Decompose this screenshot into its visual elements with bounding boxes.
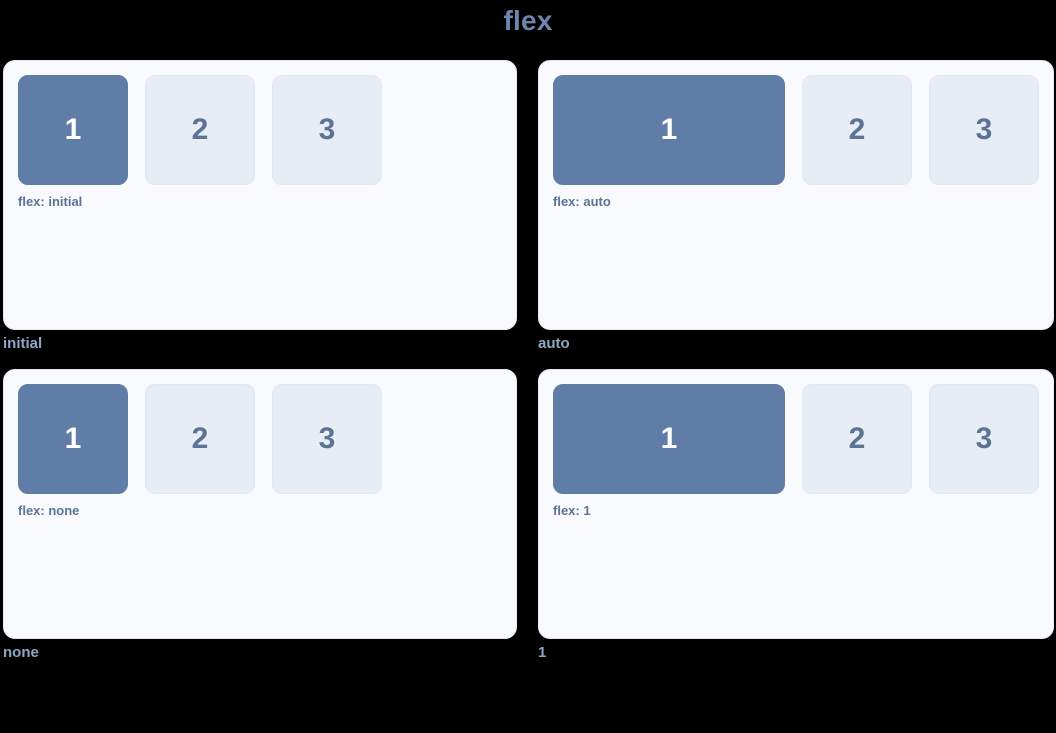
flex-item-label: 3 [975,113,993,146]
demo-label: 1 [538,644,547,661]
flex-item-label: 3 [318,422,336,455]
flex-item-label: 2 [848,113,866,146]
demo-card: 1 2 3 flex: initial [3,60,517,330]
flex-container: 1 2 3 [553,384,1039,494]
demo-grid: 1 2 3 flex: initial initial 1 [3,60,1054,663]
flex-item-2: 2 [145,75,255,185]
flex-item-1: 1 [18,384,128,494]
demo-caption: flex: auto [553,194,611,209]
demo-card: 1 2 3 flex: none [3,369,517,639]
demo-label: initial [3,335,43,352]
flex-item-1: 1 [18,75,128,185]
flex-item-2: 2 [802,384,912,494]
flex-item-label: 2 [191,113,209,146]
flex-item-1: 1 [553,384,785,494]
flex-item-3: 3 [272,384,382,494]
flex-item-label: 3 [318,113,336,146]
demo-card: 1 2 3 flex: auto [538,60,1054,330]
demo-label: auto [538,335,570,352]
flex-item-3: 3 [272,75,382,185]
demo-card: 1 2 3 flex: 1 [538,369,1054,639]
demo-caption: flex: none [18,503,80,518]
demo-label: none [3,644,39,661]
flex-item-2: 2 [802,75,912,185]
flex-container: 1 2 3 [18,384,502,494]
flex-item-label: 1 [660,113,678,146]
flex-item-3: 3 [929,75,1039,185]
flex-item-2: 2 [145,384,255,494]
demo-none: 1 2 3 flex: none none [3,369,517,663]
flex-item-label: 1 [64,422,82,455]
demo-initial: 1 2 3 flex: initial initial [3,60,517,354]
demo-caption: flex: 1 [553,503,591,518]
flex-item-3: 3 [929,384,1039,494]
demo-caption: flex: initial [18,194,83,209]
page-title: flex [503,5,553,36]
flex-item-label: 1 [64,113,82,146]
flex-item-1: 1 [553,75,785,185]
flex-item-label: 2 [191,422,209,455]
flex-item-label: 1 [660,422,678,455]
demo-auto: 1 2 3 flex: auto auto [538,60,1054,354]
flex-container: 1 2 3 [18,75,502,185]
demo-one: 1 2 3 flex: 1 1 [538,369,1054,663]
flex-item-label: 3 [975,422,993,455]
flex-container: 1 2 3 [553,75,1039,185]
flex-item-label: 2 [848,422,866,455]
